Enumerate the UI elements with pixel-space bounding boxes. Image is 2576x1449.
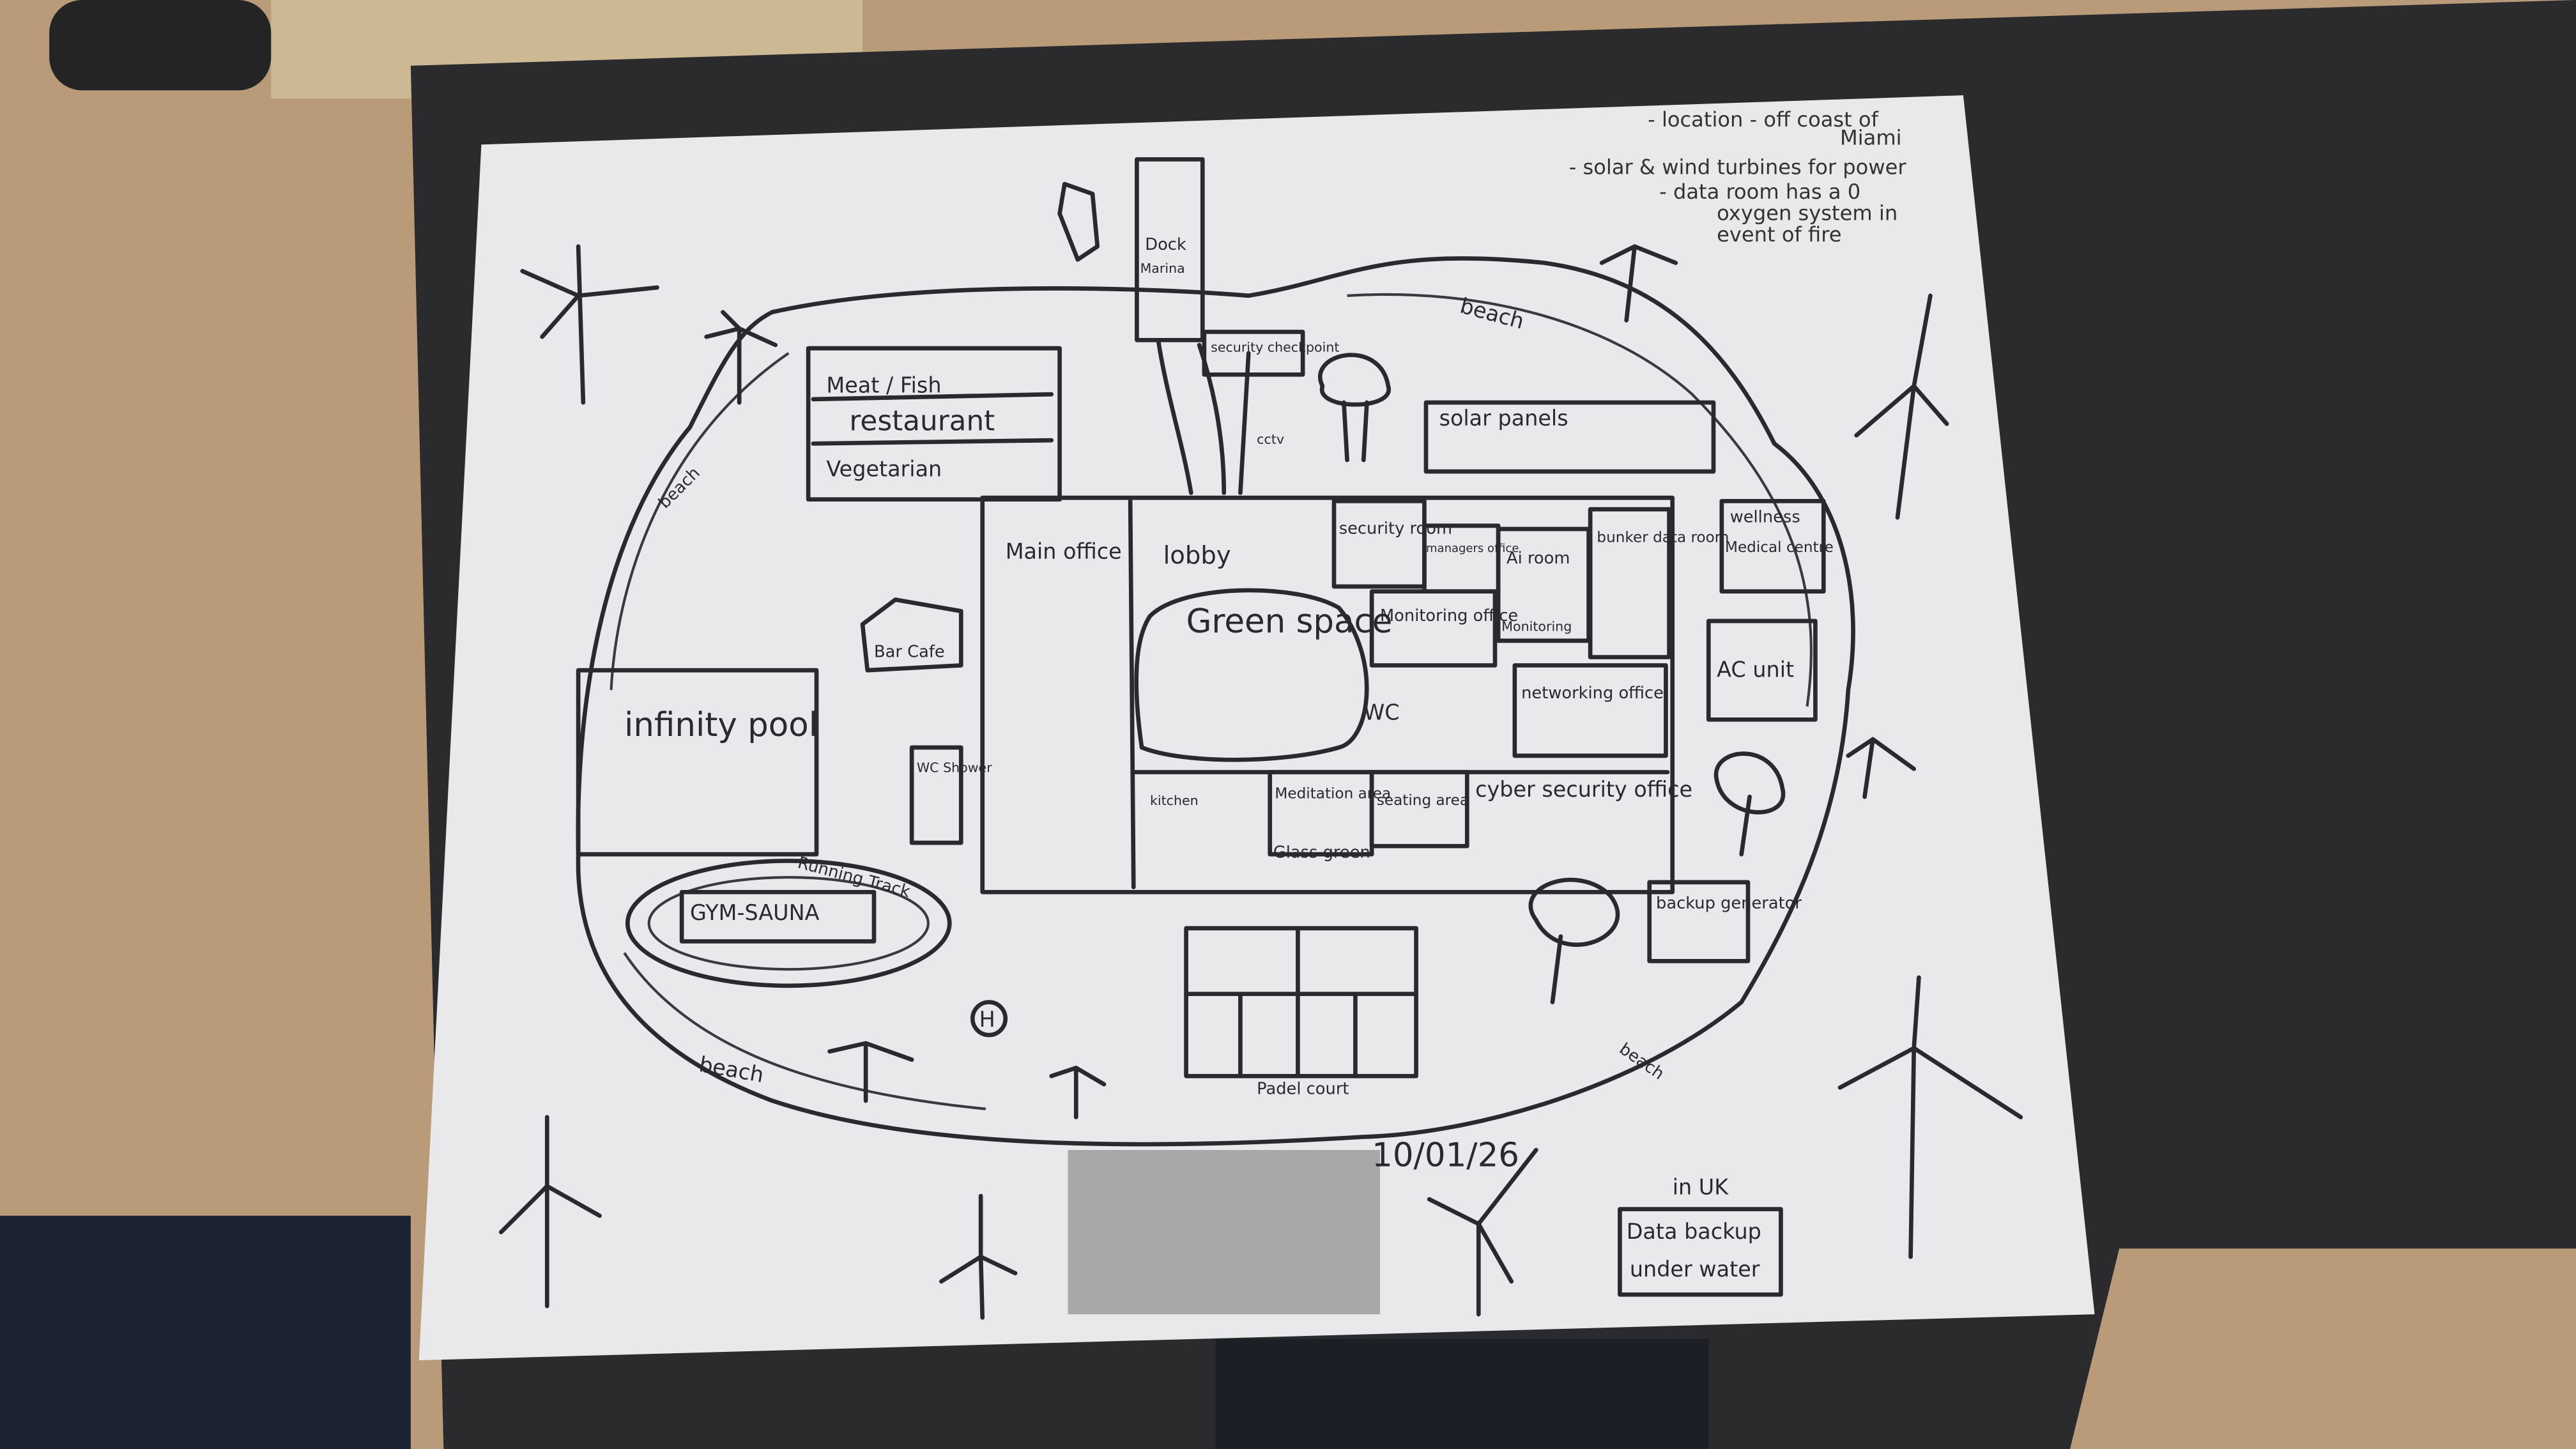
- wind-turbine-icon: [498, 1115, 602, 1308]
- wind-turbine-icon: [1837, 975, 2023, 1259]
- dock-label: Dock: [1145, 235, 1186, 254]
- palm-tree-icon: [827, 1041, 914, 1103]
- security-checkpoint: [1202, 330, 1305, 377]
- notes-block: - location - off coast of Miami - solar …: [1569, 107, 1907, 247]
- bunker-data-room-label: bunker data room: [1597, 530, 1729, 546]
- in-uk-label: in UK: [1673, 1174, 1729, 1199]
- bunker-data-room: [1588, 507, 1671, 659]
- wind-turbine-icon: [939, 1193, 1018, 1320]
- person-feet: [1215, 1338, 1709, 1449]
- running-track: [625, 859, 952, 988]
- marina-label: Marina: [1140, 261, 1185, 276]
- note-city: Miami: [1840, 125, 1902, 150]
- ac-unit-label: AC unit: [1717, 657, 1794, 682]
- backup-generator: [1647, 880, 1751, 963]
- tree-icon: [1318, 353, 1391, 463]
- kitchen-label: kitchen: [1150, 793, 1199, 808]
- note-power: - solar & wind turbines for power: [1569, 155, 1907, 180]
- wind-turbine-icon: [1427, 1147, 1538, 1317]
- data-backup: [1618, 1207, 1783, 1297]
- bar-cafe-label: Bar Cafe: [874, 643, 945, 662]
- person-leg-left: [0, 1215, 411, 1449]
- ai-room-label: Ai room: [1506, 549, 1570, 568]
- palm-tree-icon: [704, 310, 778, 405]
- helipad-label: H: [979, 1007, 995, 1032]
- ac-unit: [1706, 618, 1818, 722]
- wind-turbine-icon: [1854, 293, 1949, 520]
- padel-court: [1184, 926, 1418, 1078]
- gym-sauna: [679, 889, 877, 944]
- medical-centre: [1719, 498, 1826, 594]
- glass-green-label: Glass green: [1273, 843, 1370, 862]
- networking-office-label: networking office: [1521, 684, 1664, 703]
- under-water-label: under water: [1630, 1257, 1760, 1282]
- security-checkpoint-label: security checkpoint: [1211, 339, 1339, 355]
- vegetarian-label: Vegetarian: [826, 457, 942, 482]
- note-data-room: - data room has a 0: [1659, 180, 1860, 204]
- helipad: [970, 1000, 1008, 1038]
- bar-cafe: [860, 597, 963, 673]
- cyber-security-label: cyber security office: [1475, 777, 1692, 802]
- date-label: 10/01/26: [1372, 1137, 1519, 1175]
- boat-icon: [1057, 181, 1100, 262]
- solar-panels-label: solar panels: [1439, 406, 1568, 431]
- monitoring-office: [1369, 589, 1498, 668]
- infinity-pool: [576, 668, 819, 857]
- note-location: - location - off coast of: [1648, 107, 1878, 132]
- meat-fish-label: Meat / Fish: [826, 373, 941, 398]
- infinity-pool-label: infinity pool: [624, 706, 818, 744]
- networking-office: [1512, 663, 1668, 758]
- tree-icon: [1713, 751, 1786, 857]
- note-fire: event of fire: [1717, 222, 1841, 247]
- seating-area-label: seating area: [1377, 792, 1469, 809]
- lobby-label: lobby: [1163, 541, 1231, 570]
- monitoring-label: Monitoring: [1501, 618, 1572, 634]
- restaurant-label: restaurant: [849, 405, 995, 438]
- note-oxygen: oxygen system in: [1717, 201, 1897, 226]
- managers-office-label: managers office: [1426, 542, 1519, 555]
- gym-sauna-label: GYM-SAUNA: [690, 900, 820, 925]
- wind-turbine-icon: [520, 244, 659, 405]
- tree-icon: [1528, 877, 1620, 1004]
- palm-tree-icon: [1599, 244, 1678, 323]
- security-room-label: security room: [1339, 519, 1452, 539]
- wellness-label: wellness: [1730, 508, 1800, 527]
- seating-area: [1369, 770, 1469, 848]
- wc-label: WC: [1363, 700, 1399, 724]
- wc-shower-label: WC Shower: [917, 760, 992, 776]
- chair: [49, 0, 272, 91]
- dock-marina: [1135, 157, 1205, 342]
- solar-panels: [1423, 400, 1716, 474]
- palm-tree-icon: [1049, 1066, 1107, 1119]
- restaurant-building: [806, 346, 1062, 502]
- backup-generator-label: backup generator: [1656, 894, 1802, 913]
- medical-centre-label: Medical centre: [1725, 539, 1834, 556]
- wc-shower: [909, 745, 963, 845]
- palm-tree-icon: [1846, 737, 1917, 799]
- padel-court-label: Padel court: [1257, 1080, 1349, 1099]
- monitoring-office-label: Monitoring office: [1380, 606, 1518, 625]
- blurred-name: [1068, 1150, 1380, 1315]
- data-backup-label: Data backup: [1627, 1219, 1761, 1244]
- green-space-label: Green space: [1186, 602, 1393, 641]
- paper-sheet: [418, 95, 2095, 1361]
- main-office-label: Main office: [1006, 539, 1122, 564]
- green-space: [1134, 588, 1369, 762]
- main-complex: [980, 495, 1675, 894]
- cctv-label: cctv: [1257, 431, 1284, 447]
